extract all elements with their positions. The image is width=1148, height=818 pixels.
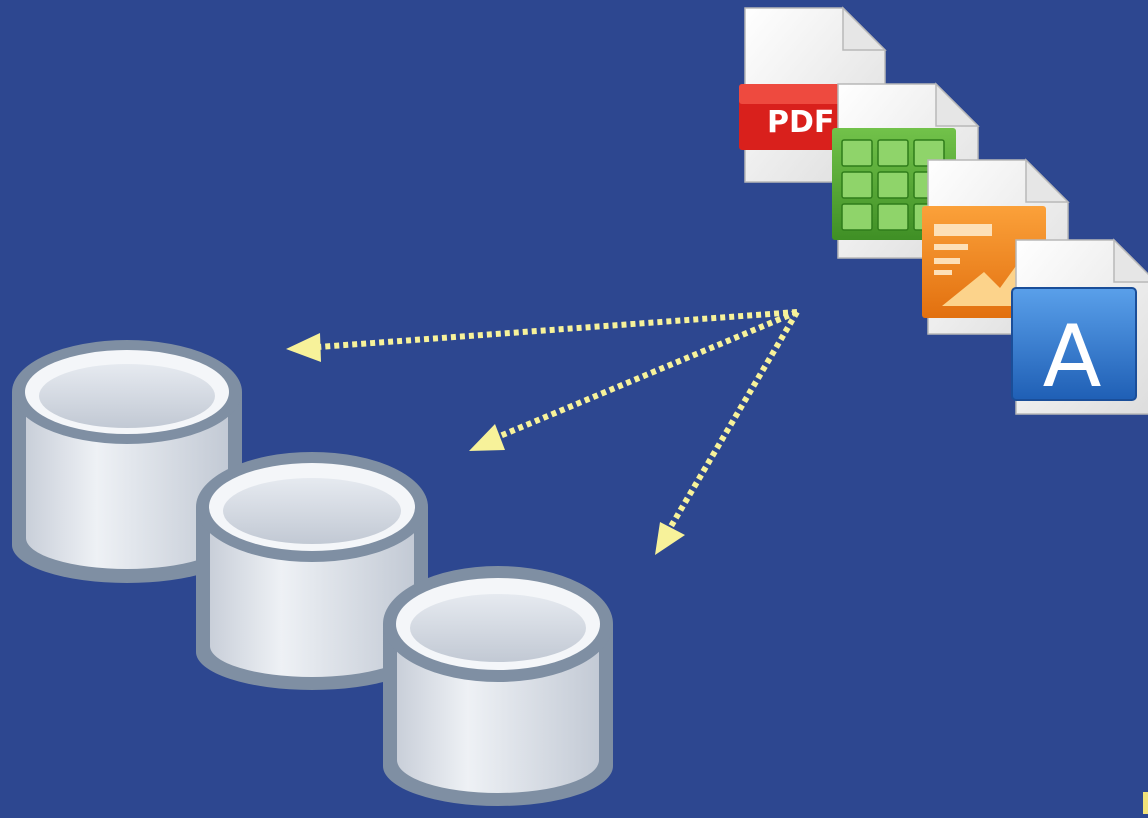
text-document-icon: A [1011, 238, 1148, 415]
database-icon-2 [196, 452, 428, 690]
arrow-to-database-1 [286, 309, 798, 362]
pdf-label: PDF [767, 105, 834, 140]
text-document-label: A [1043, 307, 1102, 407]
arrow-to-database-3 [655, 310, 800, 555]
database-icon-1 [12, 340, 242, 583]
arrow-to-database-2 [469, 309, 799, 451]
database-icon-3 [383, 566, 613, 806]
corner-mark [1143, 792, 1148, 814]
